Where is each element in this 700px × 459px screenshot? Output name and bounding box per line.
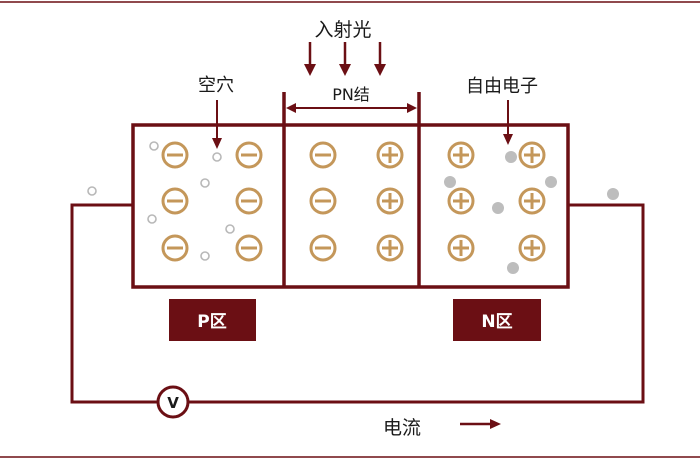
- electron-dot: [507, 262, 519, 274]
- free-electron-label: 自由电子: [466, 76, 538, 97]
- hole-dot: [212, 152, 222, 162]
- light-arrow-icon: [304, 42, 316, 76]
- hole-label: 空穴: [198, 75, 234, 96]
- negative-charge-icon: [309, 141, 337, 169]
- electron-dot: [607, 188, 619, 200]
- negative-charge-icon: [235, 234, 263, 262]
- voltmeter-icon: V: [156, 385, 190, 419]
- electron-dot: [545, 176, 557, 188]
- voltmeter-label: V: [167, 394, 179, 412]
- positive-charge-icon: [518, 187, 546, 215]
- pn-junction-label: PN结: [332, 85, 370, 104]
- current-label: 电流: [383, 417, 421, 439]
- positive-charge-icon: [518, 141, 546, 169]
- positive-charge-icon: [447, 187, 475, 215]
- p-region-label: P区: [197, 312, 226, 332]
- positive-charge-icon: [376, 234, 404, 262]
- negative-charge-icon: [309, 234, 337, 262]
- negative-charge-icon: [235, 187, 263, 215]
- negative-charge-icon: [161, 234, 189, 262]
- negative-charge-icon: [161, 141, 189, 169]
- positive-charge-icon: [376, 141, 404, 169]
- hole-dot: [147, 214, 157, 224]
- hole-dot: [225, 224, 235, 234]
- p-region-box: P区: [169, 299, 256, 341]
- n-region-label: N区: [481, 312, 512, 332]
- positive-charge-icon: [447, 141, 475, 169]
- hole-dot: [200, 178, 210, 188]
- positive-charge-icon: [447, 234, 475, 262]
- positive-charge-icon: [518, 234, 546, 262]
- hole-dot: [149, 141, 159, 151]
- charge-layer: [161, 141, 546, 262]
- negative-charge-icon: [309, 187, 337, 215]
- electron-pointer-arrow: [503, 100, 513, 145]
- current-arrow-icon: [460, 419, 501, 429]
- hole-dot: [87, 186, 97, 196]
- negative-charge-icon: [161, 187, 189, 215]
- incident-light-label: 入射光: [314, 19, 371, 41]
- positive-charge-icon: [376, 187, 404, 215]
- n-region-box: N区: [453, 299, 541, 341]
- circuit-wire-right: [188, 203, 645, 404]
- holes: [87, 141, 235, 261]
- pn-junction-width-arrow: [286, 103, 417, 113]
- circuit-wire-left: [70, 203, 158, 404]
- hole-pointer-arrow: [212, 100, 222, 149]
- electron-dot: [492, 202, 504, 214]
- electron-dot: [444, 176, 456, 188]
- electron-dot: [505, 151, 517, 163]
- negative-charge-icon: [235, 141, 263, 169]
- light-arrow-icon: [374, 42, 386, 76]
- hole-dot: [200, 251, 210, 261]
- light-arrow-icon: [339, 42, 351, 76]
- free-electrons: [444, 151, 619, 274]
